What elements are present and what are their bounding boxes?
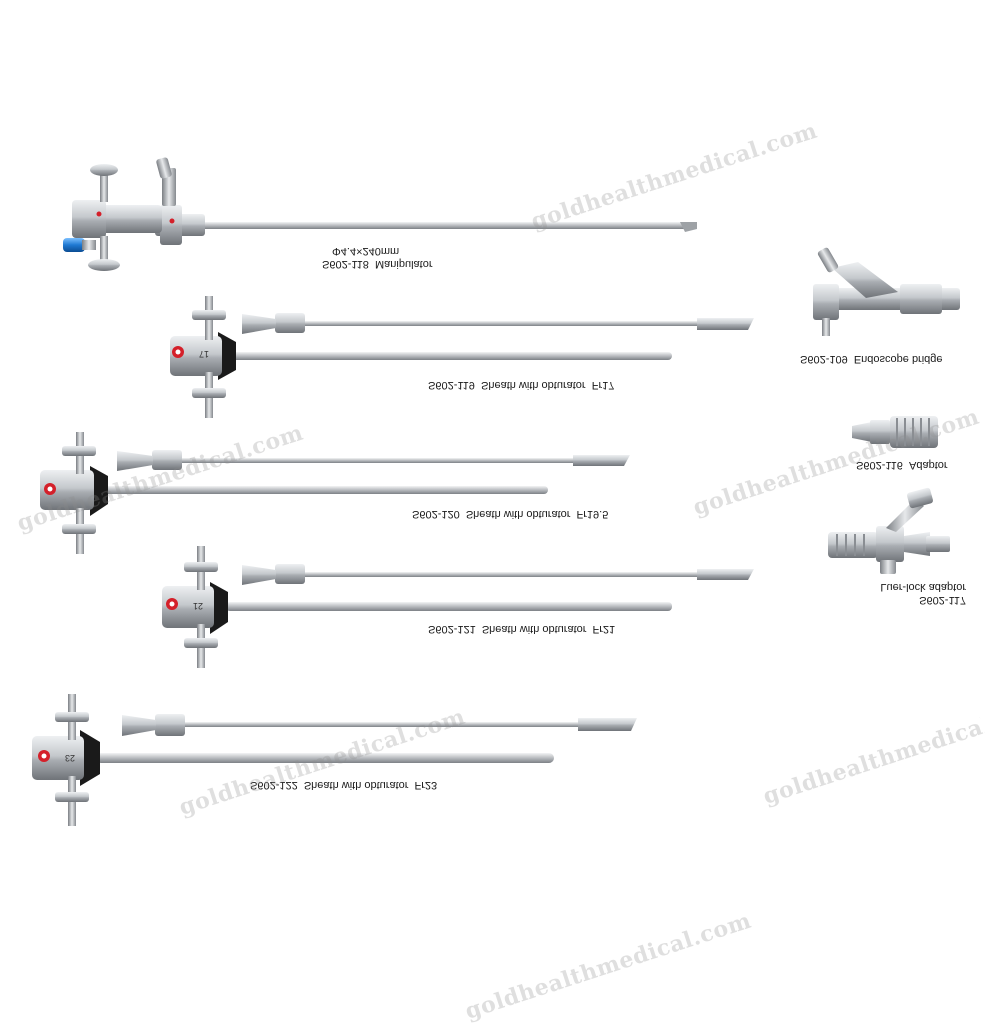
adaptor-barb-section <box>870 420 890 444</box>
sheath-fr19-instrument <box>40 432 630 554</box>
sheath-fr21-caption: S602-121 Sheath with obturator Fr21 <box>428 623 616 635</box>
sheath-fr19-caption: S602-120 Sheath with obturator Fr19.5 <box>412 508 609 520</box>
luer-knurled-body <box>828 532 878 558</box>
bridge-caption: S602-109 Endoscope bridge <box>800 353 943 365</box>
obturator-hub <box>275 564 305 584</box>
manipulator-code: S602-118 <box>322 258 369 270</box>
sheath-upper-stopcock <box>62 446 96 456</box>
sheath-rubber-cap <box>218 332 236 380</box>
obturator-tip <box>578 718 637 731</box>
manipulator-name: Manipulator <box>375 258 433 270</box>
manipulator-blue-valve <box>63 238 85 252</box>
obturator-tip <box>697 569 754 580</box>
adaptor-barb <box>852 422 872 442</box>
manipulator-tip <box>680 222 697 232</box>
endoscope-bridge-instrument <box>813 247 960 336</box>
sheath-hub <box>162 586 214 628</box>
luer-valve-body <box>876 526 904 562</box>
sheath-upper-stopcock <box>184 562 218 572</box>
manipulator-lever <box>156 157 172 179</box>
manipulator-upper-knob <box>90 164 118 176</box>
sheath-upper-stopcock <box>55 712 89 722</box>
sheath-rubber-cap <box>210 582 228 634</box>
obturator-handle <box>122 715 156 736</box>
bridge-port <box>813 284 839 320</box>
manipulator-instrument <box>63 157 697 271</box>
obturator-tip <box>573 455 630 466</box>
sheath-rubber-cap <box>90 466 108 516</box>
sheath-fr21-instrument: 21 <box>162 546 754 668</box>
obturator-handle <box>117 451 153 471</box>
manipulator-spec: Φ4.4×240mm <box>332 245 400 257</box>
sheath-hub <box>40 470 94 510</box>
sheath-hub <box>170 336 222 376</box>
bridge-luer <box>822 318 830 336</box>
manipulator-upper-stem <box>100 172 108 202</box>
obturator-hub <box>155 714 185 736</box>
sheath-lower-stopcock <box>192 388 226 398</box>
catalog-stage: 17 <box>14 118 987 1025</box>
sheath-tube <box>232 352 672 360</box>
manipulator-valve-stem <box>82 240 96 250</box>
bridge-coupler <box>900 284 942 314</box>
obturator-tip <box>697 318 754 330</box>
sheath-tube <box>104 486 548 494</box>
sheath-fr17-caption: S602-119 Sheath with obturator Fr17 <box>428 379 615 391</box>
sheath-lower-stopcock <box>184 638 218 648</box>
manipulator-lower-knob <box>88 259 120 271</box>
manipulator-body <box>102 205 162 233</box>
bridge-lever <box>817 247 839 273</box>
obturator-handle <box>242 565 276 585</box>
sheath-fr17-instrument: 17 <box>170 296 754 418</box>
obturator-hub <box>152 450 182 470</box>
manipulator-marker-dot <box>96 211 102 217</box>
sheath-size-dial: 23 <box>65 753 75 763</box>
luer-lever <box>886 500 924 532</box>
obturator-shaft <box>300 321 700 326</box>
luer-caption: S602-117 Luer-lock adaptor <box>862 580 966 606</box>
sheath-fr23-instrument: 23 <box>32 694 637 826</box>
manipulator-marker-dot <box>169 218 175 224</box>
manipulator-clamp-body <box>160 205 182 245</box>
bridge-angled-arm <box>832 262 898 298</box>
sheath-size-dial: 17 <box>199 349 209 359</box>
manipulator-housing <box>72 200 106 238</box>
luer-lever-grip <box>907 487 933 509</box>
sheath-hub <box>32 736 84 780</box>
luer-name: Luer-lock adaptor <box>880 581 966 593</box>
obturator-hub <box>275 313 305 333</box>
manipulator-lower-stem <box>100 236 108 262</box>
luer-lock-adaptor-instrument <box>828 487 950 574</box>
sheath-lower-stopcock <box>62 524 96 534</box>
obturator-shaft <box>178 458 578 463</box>
luer-bottom-cap <box>880 560 896 574</box>
luer-code: S602-117 <box>919 594 966 606</box>
sheath-lower-stopcock <box>55 792 89 802</box>
obturator-handle <box>242 314 276 334</box>
manipulator-shaft <box>200 222 695 229</box>
luer-barb <box>904 532 930 556</box>
manipulator-caption: S602-118 Manipulator Φ4.4×240mm <box>322 244 433 270</box>
sheath-tube <box>226 602 672 611</box>
sheath-upper-stopcock <box>192 310 226 320</box>
instrument-illustration: 17 <box>32 157 960 826</box>
sheath-rubber-cap <box>80 730 100 786</box>
sheath-tube <box>96 753 554 763</box>
obturator-shaft <box>300 572 700 577</box>
luer-barb-tip <box>926 536 950 552</box>
adaptor-instrument <box>852 416 938 448</box>
sheath-size-dial: 21 <box>193 601 203 611</box>
obturator-shaft <box>182 722 582 727</box>
